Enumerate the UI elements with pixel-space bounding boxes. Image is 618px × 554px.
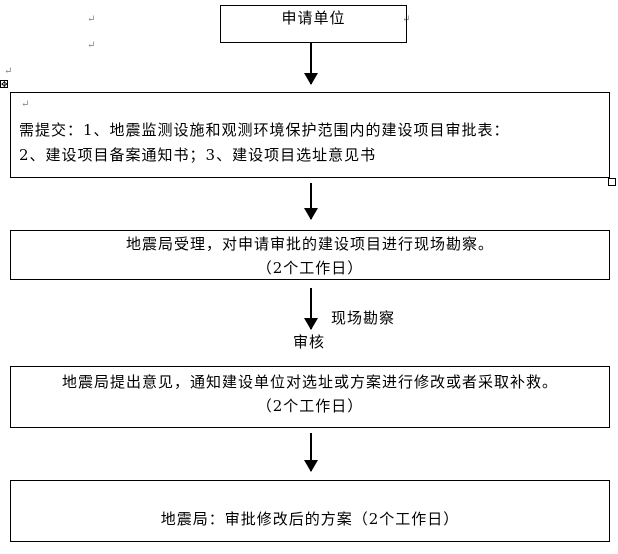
step-opinion-box: 地震局提出意见，通知建设单位对选址或方案进行修改或者采取补救。 （2个工作日） (10, 366, 610, 428)
arrow-down-icon (304, 288, 318, 330)
opinion-line2: （2个工作日） (256, 397, 364, 415)
arrow-down-icon (304, 183, 318, 220)
submit-requirements-line1: 需提交：1、地震监测设施和观测环境保护范围内的建设项目审批表： (19, 121, 510, 139)
final-text: 地震局：审批修改后的方案（2个工作日） (160, 510, 460, 528)
step-applicant-text: 申请单位 (281, 9, 346, 27)
opinion-line1: 地震局提出意见，通知建设单位对选址或方案进行修改或者采取补救。 (61, 373, 558, 391)
review-label: 审核 (293, 333, 326, 351)
paragraph-mark: ↵ (4, 66, 13, 77)
arrow-down-icon (304, 433, 318, 472)
table-resize-handle-icon[interactable] (608, 178, 616, 186)
accept-line1: 地震局受理，对申请审批的建设项目进行现场勘察。 (125, 235, 494, 253)
accept-line2: （2个工作日） (256, 259, 364, 277)
step-submit-box: ↵ 需提交：1、地震监测设施和观测环境保护范围内的建设项目审批表： 2、建设项目… (10, 92, 610, 178)
step-final-box: 地震局：审批修改后的方案（2个工作日） (10, 480, 610, 542)
submit-requirements-line2: 2、建设项目备案通知书；3、建设项目选址意见书 (19, 146, 377, 164)
step-accept-box: 地震局受理，对申请审批的建设项目进行现场勘察。 （2个工作日） (10, 230, 610, 280)
paragraph-mark: ↵ (87, 40, 96, 51)
paragraph-mark: ↵ (21, 99, 30, 110)
paragraph-mark: ↵ (87, 14, 96, 25)
arrow-down-icon (304, 43, 318, 85)
step-applicant-box: 申请单位 (220, 5, 407, 43)
table-move-handle-icon[interactable]: ✥ (0, 80, 8, 89)
survey-label: 现场勘察 (331, 309, 396, 327)
